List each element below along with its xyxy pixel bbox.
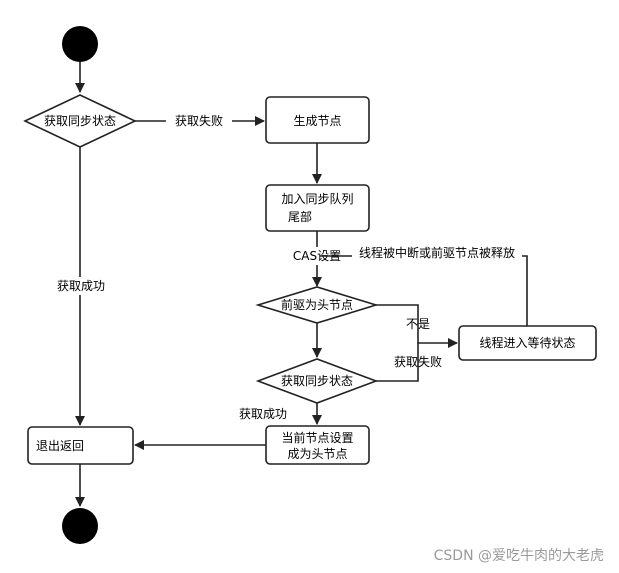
edge-label-acquire-success-1: 获取成功 xyxy=(57,279,105,293)
end-node xyxy=(62,508,98,544)
watermark: CSDN @爱吃牛肉的大老虎 xyxy=(434,548,604,564)
node-wait-label: 线程进入等待状态 xyxy=(479,335,575,350)
edge-not-head xyxy=(376,304,458,348)
decision-acquire-1-label: 获取同步状态 xyxy=(44,114,116,128)
node-create-label: 生成节点 xyxy=(293,114,341,128)
node-set-head-label-1: 当前节点设置 xyxy=(281,430,353,445)
start-node xyxy=(62,26,98,62)
node-exit-label: 退出返回 xyxy=(36,439,84,453)
edge-wait-loop xyxy=(320,255,528,326)
edge-label-not-head: 不是 xyxy=(406,317,430,331)
edge-label-acquire-failed-1: 获取失败 xyxy=(175,113,223,128)
node-enqueue-label-1: 加入同步队列 xyxy=(281,191,353,206)
edge-label-acquire-failed-2: 获取失败 xyxy=(394,354,442,369)
edge-label-interrupted: 线程被中断或前驱节点被释放 xyxy=(359,245,515,260)
edge-acquire-failed-2 xyxy=(376,343,419,382)
node-enqueue-label-2: 尾部 xyxy=(288,209,312,224)
node-wait xyxy=(458,325,597,361)
edge-label-acquire-success-2: 获取成功 xyxy=(239,407,287,421)
decision-pred-head-label: 前驱为头节点 xyxy=(281,297,353,312)
edge-label-cas: CAS设置 xyxy=(293,249,341,263)
node-set-head-label-2: 成为头节点 xyxy=(287,447,347,461)
decision-acquire-2-label: 获取同步状态 xyxy=(281,374,353,388)
